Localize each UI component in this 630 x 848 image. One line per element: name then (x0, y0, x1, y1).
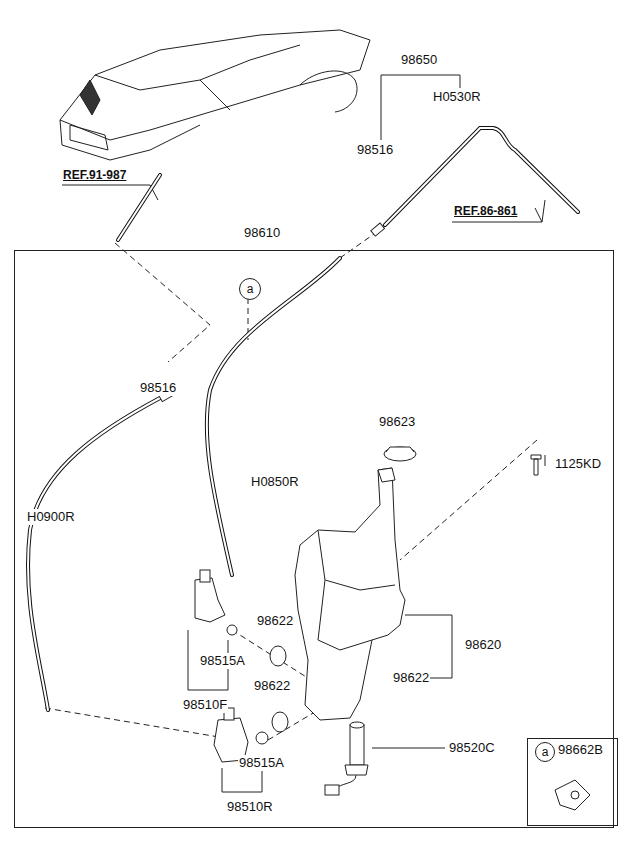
callout-number: 98516 (356, 142, 394, 158)
part-number: 98610 (244, 225, 280, 241)
callout-number: 98622 (256, 613, 294, 629)
callout-number: 1125KD (554, 456, 602, 472)
callout-number: 98510F (182, 697, 228, 713)
callout-letter: a (542, 744, 549, 760)
reference-label: REF.86-861 (453, 203, 518, 219)
callout-number: H0900R (26, 509, 76, 525)
part-number: 98662B (558, 742, 603, 758)
callout-number: 98622 (392, 670, 430, 686)
callout-number: 98650 (400, 52, 438, 68)
callout-number: 98516 (139, 380, 177, 396)
frame-box: 98662B a (527, 738, 618, 826)
callout-number: 98520C (448, 740, 496, 756)
callout-circle: a (239, 278, 261, 300)
callout-number: 98620 (464, 637, 502, 653)
callout-number: 98623 (378, 414, 416, 430)
callout-number: H0850R (250, 474, 300, 490)
reference-label: REF.91-987 (62, 167, 127, 183)
callout-number: 98515A (199, 653, 246, 669)
callout-number: 98515A (238, 755, 285, 771)
callout-circle: a (535, 742, 555, 762)
callout-number: 98622 (253, 678, 291, 694)
callout-number: 98510R (226, 799, 274, 815)
callout-number: H0530R (432, 89, 482, 105)
frame-box: 98610a (14, 250, 614, 828)
callout-letter: a (247, 281, 254, 297)
